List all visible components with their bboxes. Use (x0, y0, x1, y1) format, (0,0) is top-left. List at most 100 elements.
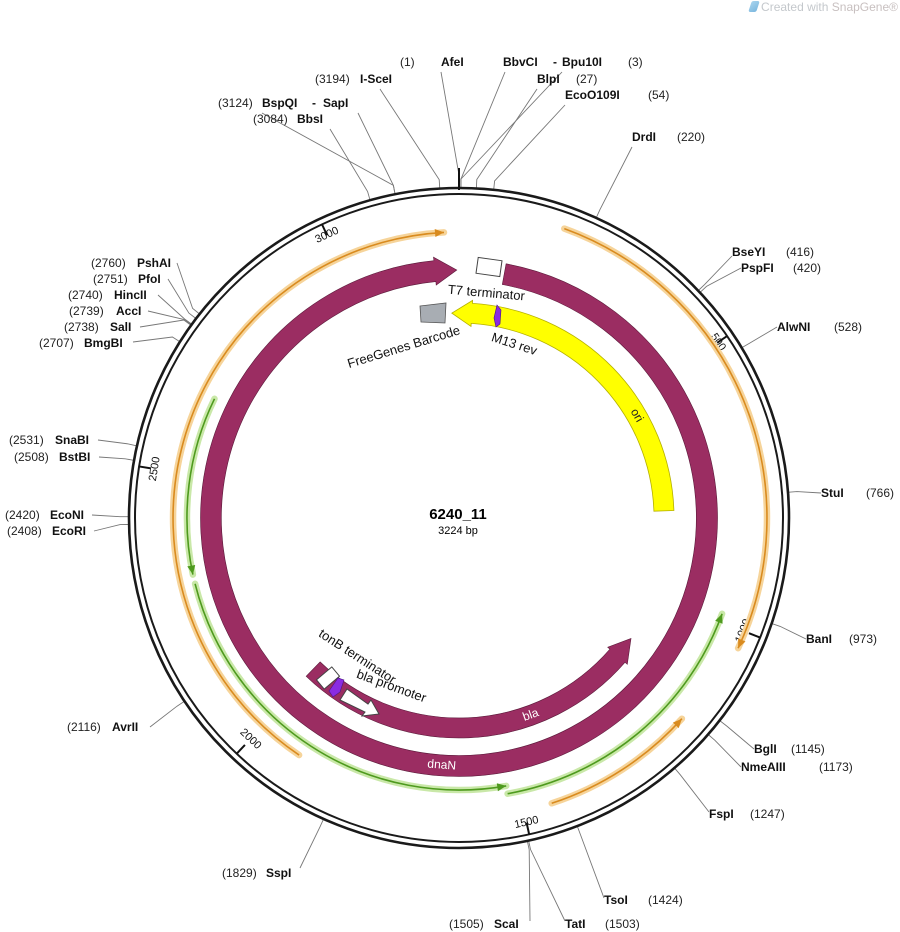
site-position-ecori: (2408) (7, 524, 42, 538)
site-position-bseyi: (416) (786, 245, 814, 259)
site-bbvci: BbvCI (503, 55, 538, 69)
site-name-bspqi: BspQI (262, 96, 297, 110)
site-position-pfoi: (2751) (93, 272, 128, 286)
site-name-afei: AfeI (441, 55, 464, 69)
site-name-scai: ScaI (494, 917, 519, 931)
green-arc-bottom-line (194, 583, 507, 791)
tick-mark (525, 822, 531, 835)
site-position-snabi: (2531) (9, 433, 44, 447)
site-bpu10i: -Bpu10I (553, 55, 602, 69)
site-name-pshai: PshAI (137, 256, 171, 270)
leader-line-avrii (149, 701, 184, 728)
leader-line-drdi (596, 146, 633, 218)
site-econi: EcoNI(2420) (5, 508, 84, 522)
site-name-acci: AccI (116, 304, 141, 318)
site-position-i-scei: (3194) (315, 72, 350, 86)
site-position-bspqi: (3124) (218, 96, 253, 110)
green-arc-left-line (186, 398, 216, 575)
plasmid-length: 3224 bp (438, 525, 478, 537)
ori-label: ori (628, 406, 647, 425)
site-position-bbsi: (3084) (253, 112, 288, 126)
site-position-pshai: (2760) (91, 256, 126, 270)
site-bstbi: BstBI(2508) (14, 450, 90, 464)
site-separator: - (553, 55, 557, 69)
green-arc-bottom-head (496, 783, 507, 792)
leader-line-bmgbi (132, 336, 180, 343)
leader-line-pspfi (700, 267, 742, 293)
site-hincii: HincII(2740) (68, 288, 147, 302)
orange-arc-left (169, 229, 448, 759)
leader-line-hincii (157, 294, 192, 325)
freegenes-barcode-block (419, 302, 447, 324)
site-name-bani: BanI (806, 632, 832, 646)
site-name-bbvci: BbvCI (503, 55, 538, 69)
site-nmeaiii: NmeAIII (1173) (741, 760, 853, 774)
site-sspi: SspI(1829) (222, 866, 291, 880)
leader-line-snabi (97, 439, 137, 447)
site-position-bbvci: (3) (628, 55, 643, 69)
primer-binding-arcs (169, 225, 771, 807)
site-name-sapi: SapI (323, 96, 348, 110)
site-fspi: FspI(1247) (709, 807, 785, 821)
leader-line-alwni (742, 326, 778, 348)
site-name-nmeaiii: NmeAIII (741, 760, 786, 774)
site-bmgbi: BmgBI(2707) (39, 336, 123, 350)
site-name-alwni: AlwNI (777, 320, 810, 334)
site-name-blpi: BlpI (537, 72, 560, 86)
orange-arc-top-right-head (738, 638, 746, 649)
site-bgli: BglI(1145) (754, 742, 825, 756)
leader-line-bbsi (329, 128, 371, 200)
site-name-drdi: DrdI (632, 130, 656, 144)
bla-label: bla (521, 705, 541, 724)
leader-line-bstbi (98, 456, 134, 461)
leader-line-i-scei (379, 88, 441, 188)
orange-arc-top-right-halo (561, 225, 771, 652)
m13-rev-arrow (493, 304, 502, 328)
site-ecori: EcoRI(2408) (7, 524, 86, 538)
site-position-nmeaiii: (1173) (819, 760, 853, 774)
bla-gene-arrow (305, 638, 632, 739)
tonb-violet-arrow (328, 677, 345, 698)
site-name-bmgbi: BmgBI (84, 336, 123, 350)
site-name-snabi: SnaBI (55, 433, 89, 447)
site-name-fspi: FspI (709, 807, 734, 821)
watermark-prefix: Created with (761, 0, 829, 14)
site-name-tati: TatI (565, 917, 585, 931)
tick-label: 2500 (147, 456, 163, 482)
site-position-hincii: (2740) (68, 288, 103, 302)
site-position-scai: (1505) (449, 917, 484, 931)
site-tati: TatI (1503) (565, 917, 640, 931)
green-arc-left-head (187, 565, 196, 575)
leader-line-ecoo109i (493, 104, 566, 189)
orange-arc-left-head (434, 229, 444, 237)
site-pspfi: PspFI(420) (741, 261, 821, 275)
site-snabi: SnaBI (2531) (9, 433, 89, 447)
leader-line-bseyi (698, 255, 733, 291)
snapgene-watermark: Created with SnapGene® (748, 0, 898, 14)
site-labels: AfeI(1)BbvCI-Bpu10IBlpI(27)EcoO109I(54)D… (5, 55, 894, 931)
site-position-tsoi: (1424) (648, 893, 683, 907)
leader-line-bgli (720, 720, 755, 750)
site-bbvci-position: (3) (628, 55, 643, 69)
site-position-stui: (766) (866, 486, 894, 500)
ori-arrow (451, 299, 675, 512)
leader-line-ecori (93, 524, 129, 532)
site-separator: - (312, 96, 316, 110)
site-blpi: BlpI (27) (537, 72, 597, 86)
site-tsoi: TsoI(1424) (604, 893, 683, 907)
site-drdi: DrdI(220) (632, 130, 705, 144)
leader-line-bpu10i (460, 71, 563, 188)
orange-arc-bottom-right-head (672, 718, 682, 729)
site-name-bbsi: BbsI (297, 112, 323, 126)
site-position-tati: (1503) (605, 917, 640, 931)
green-arc-right-line (507, 613, 723, 795)
green-arc-right-head (715, 613, 723, 624)
site-name-pfoi: PfoI (138, 272, 161, 286)
tick-mark (748, 632, 761, 639)
t7-terminator-box (475, 256, 503, 278)
site-name-pspfi: PspFI (741, 261, 774, 275)
orange-arc-top-right-line (564, 227, 768, 649)
site-position-alwni: (528) (834, 320, 862, 334)
site-position-blpi: (27) (576, 72, 597, 86)
leader-line-tsoi (577, 826, 605, 899)
